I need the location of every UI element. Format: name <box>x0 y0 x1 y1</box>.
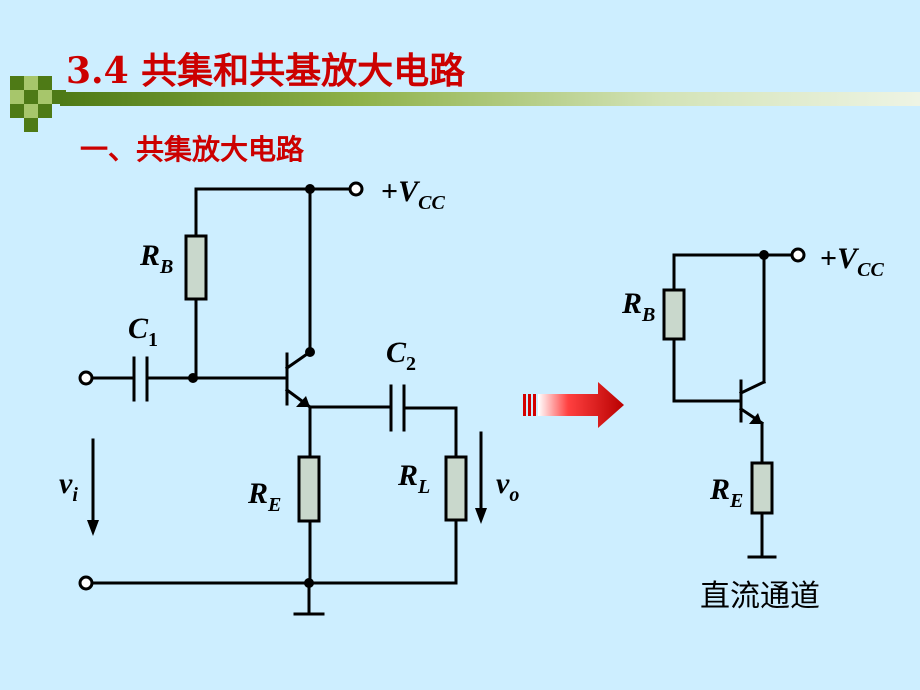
vi-symbol: v <box>59 467 73 500</box>
c1-label: C1 <box>128 312 158 351</box>
transistor-collector-lead <box>284 349 313 371</box>
c2-label: C2 <box>386 336 416 375</box>
dc-resistor-rb <box>662 288 686 341</box>
dc-vcc-plus: + <box>820 242 837 275</box>
deco-square <box>38 104 52 118</box>
c1-subscript: 1 <box>148 329 158 351</box>
ground-terminal <box>78 575 94 591</box>
dc-transistor-collector <box>738 379 767 396</box>
page-title: 3.4 共集和共基放大电路 <box>66 50 466 92</box>
input-terminal <box>78 370 94 386</box>
deco-square <box>10 104 24 118</box>
resistor-rl <box>444 455 468 522</box>
arrow-stripe <box>528 394 531 416</box>
dc-vcc-symbol: V <box>837 242 860 275</box>
dc-emitter-arrow <box>749 413 762 424</box>
dc-path-circuit: +VCC RB RE 直流通道 <box>621 242 884 614</box>
deco-square <box>38 90 52 104</box>
rl-label: RL <box>397 459 430 498</box>
vo-subscript: o <box>509 484 519 506</box>
dc-re-subscript: E <box>729 490 743 512</box>
c2-subscript: 2 <box>406 353 416 375</box>
deco-square <box>10 90 24 104</box>
rb-symbol: R <box>139 239 160 272</box>
arrow-stripe <box>523 394 526 416</box>
arrow-stripe <box>533 394 536 416</box>
vo-arrowhead <box>475 508 487 524</box>
transition-arrow <box>523 382 624 428</box>
resistor-re <box>297 455 321 523</box>
re-label: RE <box>247 477 281 516</box>
dc-rb-label: RB <box>621 287 655 326</box>
section-subtitle: 一、共集放大电路 <box>80 133 305 166</box>
deco-square <box>10 76 24 90</box>
resistor-rb <box>184 234 208 301</box>
vi-arrowhead <box>87 520 99 536</box>
vi-subscript: i <box>72 484 78 506</box>
deco-square <box>24 104 38 118</box>
dc-rb-symbol: R <box>621 287 642 320</box>
vo-label: vo <box>496 467 519 506</box>
deco-square <box>24 90 38 104</box>
dc-re-label: RE <box>709 473 743 512</box>
dc-vcc-label: +VCC <box>820 242 884 281</box>
vcc-label: +VCC <box>381 175 445 214</box>
rl-symbol: R <box>397 459 418 492</box>
dc-rb-subscript: B <box>641 304 655 326</box>
vcc-plus: + <box>381 175 398 208</box>
vi-label: vi <box>59 467 78 506</box>
rb-subscript: B <box>159 256 173 278</box>
re-symbol: R <box>247 477 268 510</box>
dc-re-symbol: R <box>709 473 730 506</box>
arrow-body <box>538 382 624 428</box>
deco-square <box>38 76 52 90</box>
deco-square <box>24 118 38 132</box>
emitter-arrow <box>296 396 310 407</box>
rb-label: RB <box>139 239 173 278</box>
vcc-symbol: V <box>398 175 421 208</box>
c1-symbol: C <box>128 312 149 345</box>
title-underline-bar <box>60 92 920 106</box>
dc-path-caption: 直流通道 <box>700 579 820 614</box>
emitter-follower-circuit: +VCC RB C1 C2 RE RL vi vo <box>59 175 519 616</box>
vcc-subscript: CC <box>418 192 445 214</box>
re-subscript: E <box>267 494 281 516</box>
deco-square <box>24 76 38 90</box>
c2-symbol: C <box>386 336 407 369</box>
dc-vcc-subscript: CC <box>857 259 884 281</box>
vo-symbol: v <box>496 467 510 500</box>
rl-subscript: L <box>417 476 430 498</box>
vcc-terminal <box>348 181 364 197</box>
dc-resistor-re <box>750 461 774 515</box>
dc-vcc-terminal <box>790 247 806 263</box>
